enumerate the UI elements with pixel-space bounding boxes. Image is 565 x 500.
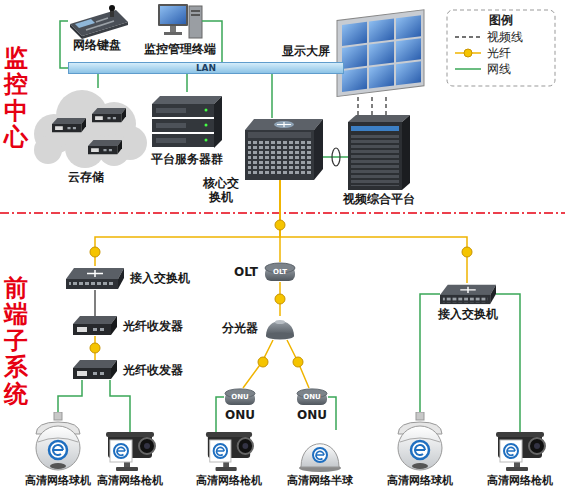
device-label: OLT	[234, 265, 258, 279]
device-node: 显示大屏	[336, 8, 424, 94]
device-node: 网络键盘	[68, 8, 126, 36]
device-label: 显示大屏	[282, 44, 330, 58]
lan-bar: LAN	[68, 62, 344, 74]
device-node: 接入交换机	[440, 283, 496, 305]
device-label: OLT	[273, 269, 287, 276]
connector	[94, 290, 96, 316]
device-label: 核心交换机	[201, 176, 241, 205]
device-node: 接入交换机	[66, 266, 124, 290]
connector	[271, 74, 273, 118]
device-node: 高清网络枪机	[204, 432, 254, 472]
device-label: LAN	[196, 64, 216, 73]
connector	[95, 180, 280, 266]
connector	[328, 397, 336, 430]
device-label: 接入交换机	[130, 271, 190, 285]
device-node: 云存储	[22, 88, 150, 168]
device-label: 接入交换机	[438, 307, 498, 321]
device-label: 高清网络枪机	[97, 474, 163, 487]
connector	[60, 21, 68, 68]
legend-text: 光纤	[487, 46, 511, 60]
device-label: 高清网络枪机	[487, 474, 553, 487]
device-node: 光纤收发器	[73, 316, 117, 336]
connector	[496, 294, 520, 432]
device-node: 视频综合平台	[348, 115, 410, 190]
section-title: 监控中心	[4, 45, 28, 151]
device-node: 分光器	[264, 316, 296, 340]
device-label: 云存储	[68, 170, 104, 184]
device-label: ONU	[303, 394, 321, 401]
legend-title: 图例	[447, 13, 555, 27]
device-label: 视频综合平台	[343, 192, 415, 206]
section-title: 前端子系统	[4, 275, 28, 407]
device-label: 高清网络枪机	[196, 474, 262, 487]
device-label: 光纤收发器	[123, 319, 183, 333]
device-node: 核心交换机	[245, 118, 323, 180]
device-node: 监控管理终端	[158, 2, 202, 40]
device-label: ONU	[297, 408, 327, 422]
device-label: ONU	[231, 394, 249, 401]
device-label: 网络键盘	[73, 38, 121, 52]
connector	[420, 294, 440, 412]
device-node: 平台服务器群	[152, 92, 222, 150]
device-node: OLTOLT	[264, 262, 296, 282]
connector	[287, 340, 309, 388]
device-label: ONU	[225, 408, 255, 422]
connector	[110, 380, 130, 432]
connector	[216, 397, 224, 432]
connector	[323, 156, 348, 158]
device-node: 高清网络球机	[30, 412, 86, 472]
device-label: 光纤收发器	[123, 363, 183, 377]
device-label: 分光器	[222, 321, 258, 335]
device-label: 高清网络球机	[387, 474, 453, 487]
connector	[280, 180, 467, 283]
connector	[243, 340, 273, 388]
device-node: 高清网络半球	[298, 430, 342, 472]
device-label: 高清网络半球	[287, 474, 353, 487]
device-node: 高清网络枪机	[104, 432, 156, 472]
connector	[358, 94, 386, 115]
connector	[97, 74, 99, 88]
device-node: ONUONU	[296, 388, 328, 406]
device-node: ONUONU	[224, 388, 256, 406]
device-label: 监控管理终端	[144, 42, 216, 56]
connector	[186, 74, 188, 92]
connector	[58, 380, 82, 412]
legend-text: 视频线	[487, 30, 523, 44]
device-node: 高清网络球机	[392, 412, 448, 472]
device-label: 平台服务器群	[151, 152, 223, 166]
legend-text: 网线	[487, 62, 511, 76]
device-node: 高清网络枪机	[494, 432, 546, 472]
device-label: 高清网络球机	[25, 474, 91, 487]
device-node: 光纤收发器	[73, 360, 117, 380]
